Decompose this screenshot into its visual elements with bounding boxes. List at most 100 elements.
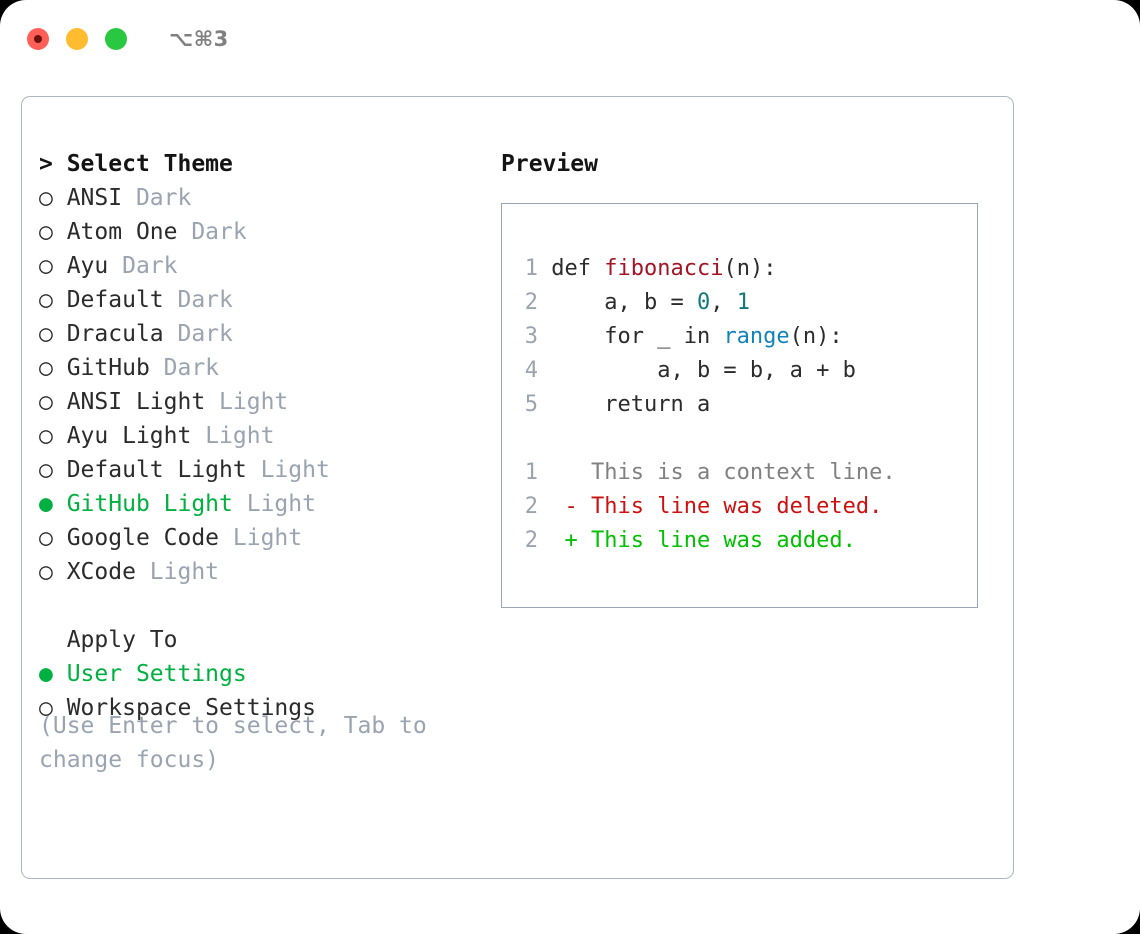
close-window-button[interactable]: [27, 28, 49, 50]
theme-list-item[interactable]: ○ Ayu Dark: [39, 249, 489, 283]
main-panel: > Select Theme ○ ANSI Dark○ Atom One Dar…: [21, 96, 1014, 879]
apply-to-option[interactable]: ○ Workspace Settings: [39, 691, 489, 725]
apply-to-label: Workspace Settings: [66, 695, 316, 721]
radio-unselected-icon: ○: [39, 287, 67, 313]
radio-unselected-icon: ○: [39, 219, 67, 245]
theme-list-item[interactable]: ○ Default Dark: [39, 283, 489, 317]
theme-list[interactable]: ○ ANSI Dark○ Atom One Dark○ Ayu Dark○ De…: [39, 181, 489, 589]
code-token: for _ in: [551, 324, 724, 349]
theme-variant: Light: [205, 423, 275, 449]
theme-list-item[interactable]: ○ XCode Light: [39, 555, 489, 589]
radio-unselected-icon: ○: [39, 253, 67, 279]
code-token: range: [723, 324, 790, 349]
maximize-window-button[interactable]: [105, 28, 127, 50]
line-number: 5: [524, 392, 538, 417]
diff-sample: 1 This is a context line.2 - This line w…: [502, 456, 977, 558]
keyboard-shortcut-label: ⌥⌘3: [169, 27, 229, 51]
theme-list-item[interactable]: ● GitHub Light Light: [39, 487, 489, 521]
select-theme-heading: > Select Theme: [39, 147, 489, 181]
apply-to-list[interactable]: ● User Settings○ Workspace Settings: [39, 657, 489, 725]
theme-name: Ayu: [66, 253, 123, 279]
radio-unselected-icon: ○: [39, 321, 67, 347]
radio-unselected-icon: ○: [39, 695, 67, 721]
apply-to-option[interactable]: ● User Settings: [39, 657, 489, 691]
theme-variant: Light: [149, 559, 220, 585]
line-number: 2: [524, 290, 538, 315]
line-number: 1: [524, 460, 538, 485]
line-number: 4: [524, 358, 538, 383]
theme-list-item[interactable]: ○ Atom One Dark: [39, 215, 489, 249]
theme-variant: Dark: [177, 287, 233, 313]
code-spacer: [502, 422, 977, 456]
code-line: 2 a, b = 0, 1: [502, 286, 977, 320]
gutter-space: [538, 358, 551, 383]
theme-name: Default: [66, 287, 178, 313]
code-token: (n):: [789, 324, 843, 349]
line-number: 2: [524, 528, 538, 553]
theme-list-item[interactable]: ○ ANSI Dark: [39, 181, 489, 215]
traffic-light-controls: [27, 28, 127, 50]
section-spacer: [39, 589, 489, 623]
theme-name: Dracula: [66, 321, 178, 347]
diff-text: This is a context line.: [538, 460, 896, 485]
code-token: a, b =: [551, 290, 697, 315]
theme-name: ANSI Light: [66, 389, 220, 415]
theme-name: XCode: [66, 559, 150, 585]
preview-column: Preview 1 def fibonacci(n):2 a, b = 0, 1…: [501, 147, 1001, 608]
radio-selected-icon: ●: [39, 661, 67, 687]
theme-variant: Dark: [122, 253, 178, 279]
radio-unselected-icon: ○: [39, 457, 67, 483]
diff-line: 1 This is a context line.: [502, 456, 977, 490]
line-number: 1: [524, 256, 538, 281]
gutter-space: [538, 290, 551, 315]
line-number: 3: [524, 324, 538, 349]
page-title: Select Theme: [66, 151, 233, 177]
radio-unselected-icon: ○: [39, 525, 67, 551]
code-token: 0: [696, 290, 711, 315]
theme-variant: Light: [260, 457, 330, 483]
code-line: 5 return a: [502, 388, 977, 422]
radio-unselected-icon: ○: [39, 389, 67, 415]
theme-name: GitHub Light: [66, 491, 247, 517]
radio-unselected-icon: ○: [39, 355, 67, 381]
code-line: 1 def fibonacci(n):: [502, 252, 977, 286]
code-token: fibonacci: [604, 256, 724, 281]
apply-to-heading: Apply To: [39, 627, 178, 653]
theme-name: Ayu Light: [66, 423, 206, 449]
theme-list-item[interactable]: ○ Default Light Light: [39, 453, 489, 487]
theme-variant: Dark: [177, 321, 233, 347]
theme-list-item[interactable]: ○ GitHub Dark: [39, 351, 489, 385]
gutter-space: [538, 392, 551, 417]
theme-list-item[interactable]: ○ Dracula Dark: [39, 317, 489, 351]
theme-list-item[interactable]: ○ Google Code Light: [39, 521, 489, 555]
code-token: (n):: [723, 256, 777, 281]
radio-selected-icon: ●: [39, 491, 67, 517]
theme-name: GitHub: [66, 355, 164, 381]
theme-name: ANSI: [66, 185, 136, 211]
theme-list-item[interactable]: ○ Ayu Light Light: [39, 419, 489, 453]
code-token: return a: [551, 392, 711, 417]
help-text: (Use Enter to select, Tab to change focu…: [39, 709, 459, 777]
code-token: def: [551, 256, 605, 281]
theme-list-item[interactable]: ○ ANSI Light Light: [39, 385, 489, 419]
code-token: ,: [710, 290, 737, 315]
theme-variant: Light: [246, 491, 316, 517]
close-icon: [34, 35, 42, 43]
preview-heading: Preview: [501, 151, 598, 177]
theme-selector-column: > Select Theme ○ ANSI Dark○ Atom One Dar…: [39, 147, 489, 725]
theme-name: Atom One: [66, 219, 192, 245]
line-number: 2: [524, 494, 538, 519]
apply-to-label: User Settings: [66, 661, 247, 687]
code-line: 4 a, b = b, a + b: [502, 354, 977, 388]
help-line-1: (Use Enter to select, Tab to: [39, 713, 427, 739]
minimize-window-button[interactable]: [66, 28, 88, 50]
diff-line: 2 + This line was added.: [502, 524, 977, 558]
theme-variant: Light: [219, 389, 289, 415]
window-titlebar: ⌥⌘3: [0, 0, 1140, 78]
gutter-space: [538, 324, 551, 349]
code-line: 3 for _ in range(n):: [502, 320, 977, 354]
diff-line: 2 - This line was deleted.: [502, 490, 977, 524]
